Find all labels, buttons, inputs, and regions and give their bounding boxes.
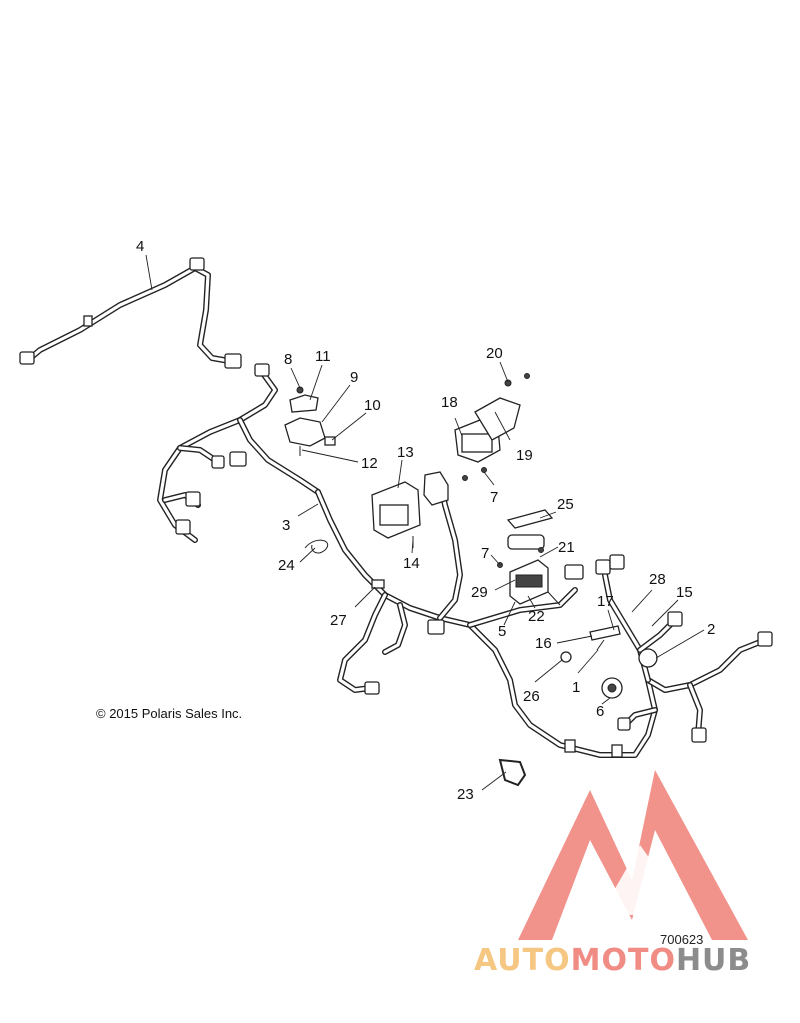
bolts (412, 467, 605, 651)
callout-24: 24 (278, 557, 295, 574)
callout-12: 12 (361, 455, 378, 472)
leader-lines (145, 254, 705, 791)
callout-15: 15 (676, 584, 693, 601)
relay-bracket (289, 386, 319, 413)
ecu-module (371, 471, 449, 539)
fuse-holder (507, 534, 545, 550)
callout-16: 16 (535, 635, 552, 652)
callout-10: 10 (364, 397, 381, 414)
callout-5: 5 (498, 623, 506, 640)
callout-28: 28 (649, 571, 666, 588)
callout-2: 2 (707, 621, 715, 638)
callout-22: 22 (528, 608, 545, 625)
seal-ring (498, 758, 527, 787)
callout-4: 4 (136, 238, 144, 255)
callout-29: 29 (471, 584, 488, 601)
callout-6: 6 (596, 703, 604, 720)
grommet-ring (638, 648, 658, 668)
grommet (601, 677, 623, 699)
callout-7-top: 7 (490, 489, 498, 506)
watermark-auto: AUTO (474, 943, 571, 978)
ground-strap (547, 591, 621, 641)
fuse-box-lid (474, 373, 530, 441)
callout-7-bottom: 7 (481, 545, 489, 562)
callout-3: 3 (282, 517, 290, 534)
callout-labels: 1 2 3 4 5 6 7 7 8 9 10 11 12 13 14 15 16… (136, 238, 715, 803)
callout-27: 27 (330, 612, 347, 629)
clip-loop (304, 539, 328, 554)
callout-25: 25 (557, 496, 574, 513)
figure-number: 700623 (660, 932, 703, 947)
callout-20: 20 (486, 345, 503, 362)
relay-module (284, 417, 336, 456)
callout-18: 18 (441, 394, 458, 411)
callout-14: 14 (403, 555, 420, 572)
callout-8: 8 (284, 351, 292, 368)
upper-left-harness (157, 363, 321, 543)
callout-26: 26 (523, 688, 540, 705)
copyright-text: © 2015 Polaris Sales Inc. (96, 706, 242, 721)
callout-21: 21 (558, 539, 575, 556)
callout-11: 11 (315, 348, 331, 365)
watermark-logo-icon (518, 770, 748, 940)
front-harness (19, 257, 242, 369)
callout-9: 9 (350, 369, 358, 386)
watermark-text: AUTOMOTOHUB (474, 943, 751, 978)
watermark-hub: HUB (676, 943, 751, 978)
washer (560, 651, 572, 663)
callout-23: 23 (457, 786, 474, 803)
callout-17: 17 (597, 593, 614, 610)
callout-13: 13 (397, 444, 414, 461)
callout-19: 19 (516, 447, 533, 464)
fuse-strip (506, 509, 554, 529)
callout-1: 1 (572, 679, 580, 696)
watermark-moto: MOTO (571, 943, 676, 978)
